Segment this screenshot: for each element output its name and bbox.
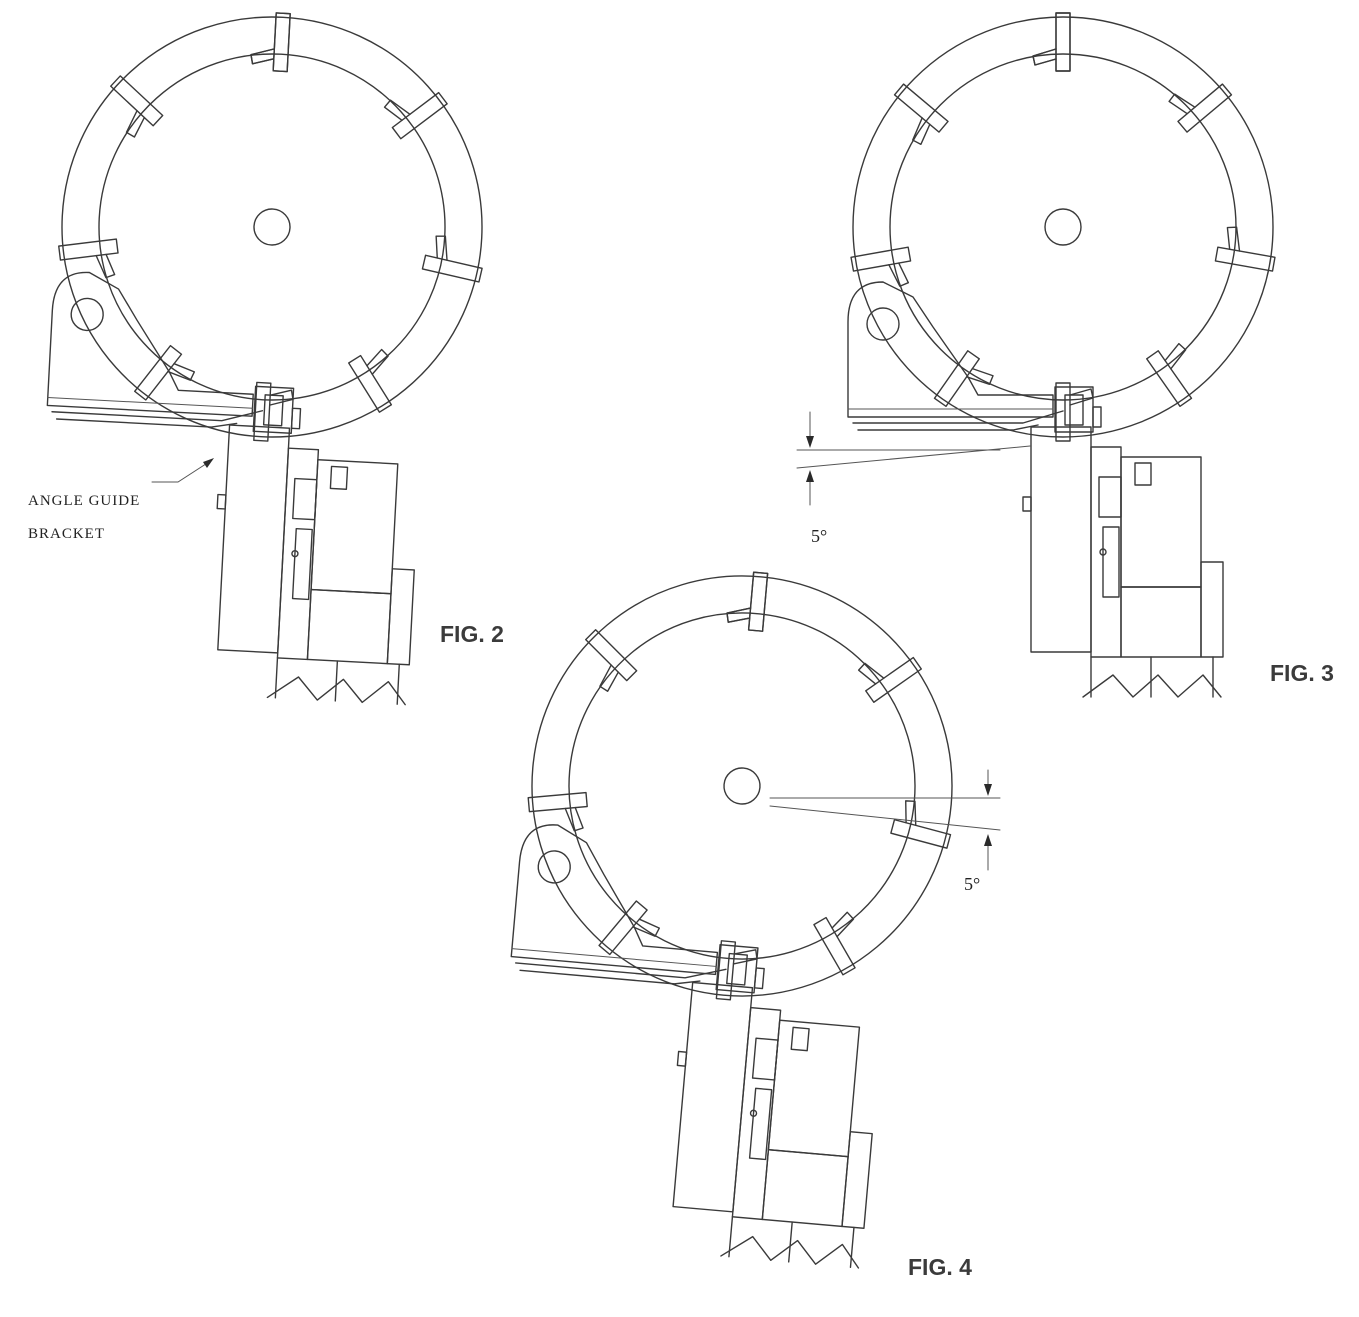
figure-3-label: FIG. 3 [1270,660,1334,686]
wheel-assembly-fig2 [33,2,499,708]
reference-line-angled-fig4 [769,805,1001,831]
callout-angle-guide-line1: ANGLE GUIDE [28,493,140,509]
callout-angle-guide-line2: BRACKET [28,526,105,542]
arrowhead-bottom-fig4 [984,834,992,846]
arrowhead-top-fig4 [984,784,992,796]
angle-label-fig4: 5° [964,874,980,894]
figure-4-label: FIG. 4 [908,1254,972,1280]
angle-label-fig3: 5° [811,526,827,546]
leader-arrowhead [203,458,214,468]
figure-4: 5° FIG. 4 [487,554,1001,1280]
figure-3: 5° FIG. 3 [796,13,1334,697]
angle-guide-leader-line [151,459,213,483]
arrowhead-bottom-fig3 [806,470,814,482]
reference-line-angled-fig3 [796,445,1031,469]
wheel-assembly-fig3 [848,13,1279,697]
figure-2-label: FIG. 2 [440,621,504,647]
arrowhead-top-fig3 [806,436,814,448]
wheel-assembly-fig4 [487,554,976,1273]
figure-2: ANGLE GUIDE BRACKET FIG. 2 [28,2,504,708]
